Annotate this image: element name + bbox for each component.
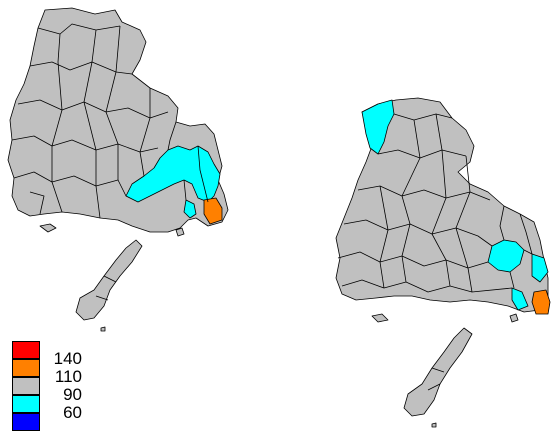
- right-islet-3: [431, 422, 437, 428]
- right-internal-borders: [337, 113, 533, 391]
- left-island-awaji[interactable]: [75, 239, 143, 321]
- legend-label-60: 60: [63, 403, 82, 422]
- right-region-orange[interactable]: [531, 289, 551, 315]
- legend-label-90: 90: [63, 385, 82, 404]
- legend-swatch-red: [12, 341, 40, 359]
- legend: 140 110 90 60: [12, 341, 92, 437]
- right-islet-1: [371, 313, 389, 323]
- right-islet-2: [509, 313, 519, 323]
- legend-swatch-gray: [12, 377, 40, 395]
- right-map: [335, 97, 551, 428]
- right-island-awaji[interactable]: [403, 327, 473, 417]
- legend-label-110: 110: [54, 367, 82, 386]
- right-region-cyan-east[interactable]: [487, 239, 525, 273]
- left-internal-borders: [11, 23, 209, 301]
- legend-label-140: 140: [53, 349, 82, 368]
- left-region-cyan-east[interactable]: [125, 145, 221, 203]
- left-region-cyan-coast[interactable]: [183, 199, 197, 219]
- legend-swatch-cyan: [12, 395, 40, 413]
- right-region-cyan-edge[interactable]: [531, 253, 549, 283]
- left-islet-1: [39, 223, 57, 233]
- left-region-orange[interactable]: [203, 197, 223, 225]
- right-region-cyan-northwest[interactable]: [361, 99, 395, 155]
- left-map: [7, 7, 229, 332]
- left-islet-3: [100, 326, 106, 332]
- left-islet-2: [175, 227, 185, 237]
- legend-swatch-orange: [12, 359, 40, 377]
- legend-swatch-blue: [12, 413, 40, 431]
- left-region-main: [7, 7, 229, 233]
- right-region-cyan-coast[interactable]: [511, 287, 529, 311]
